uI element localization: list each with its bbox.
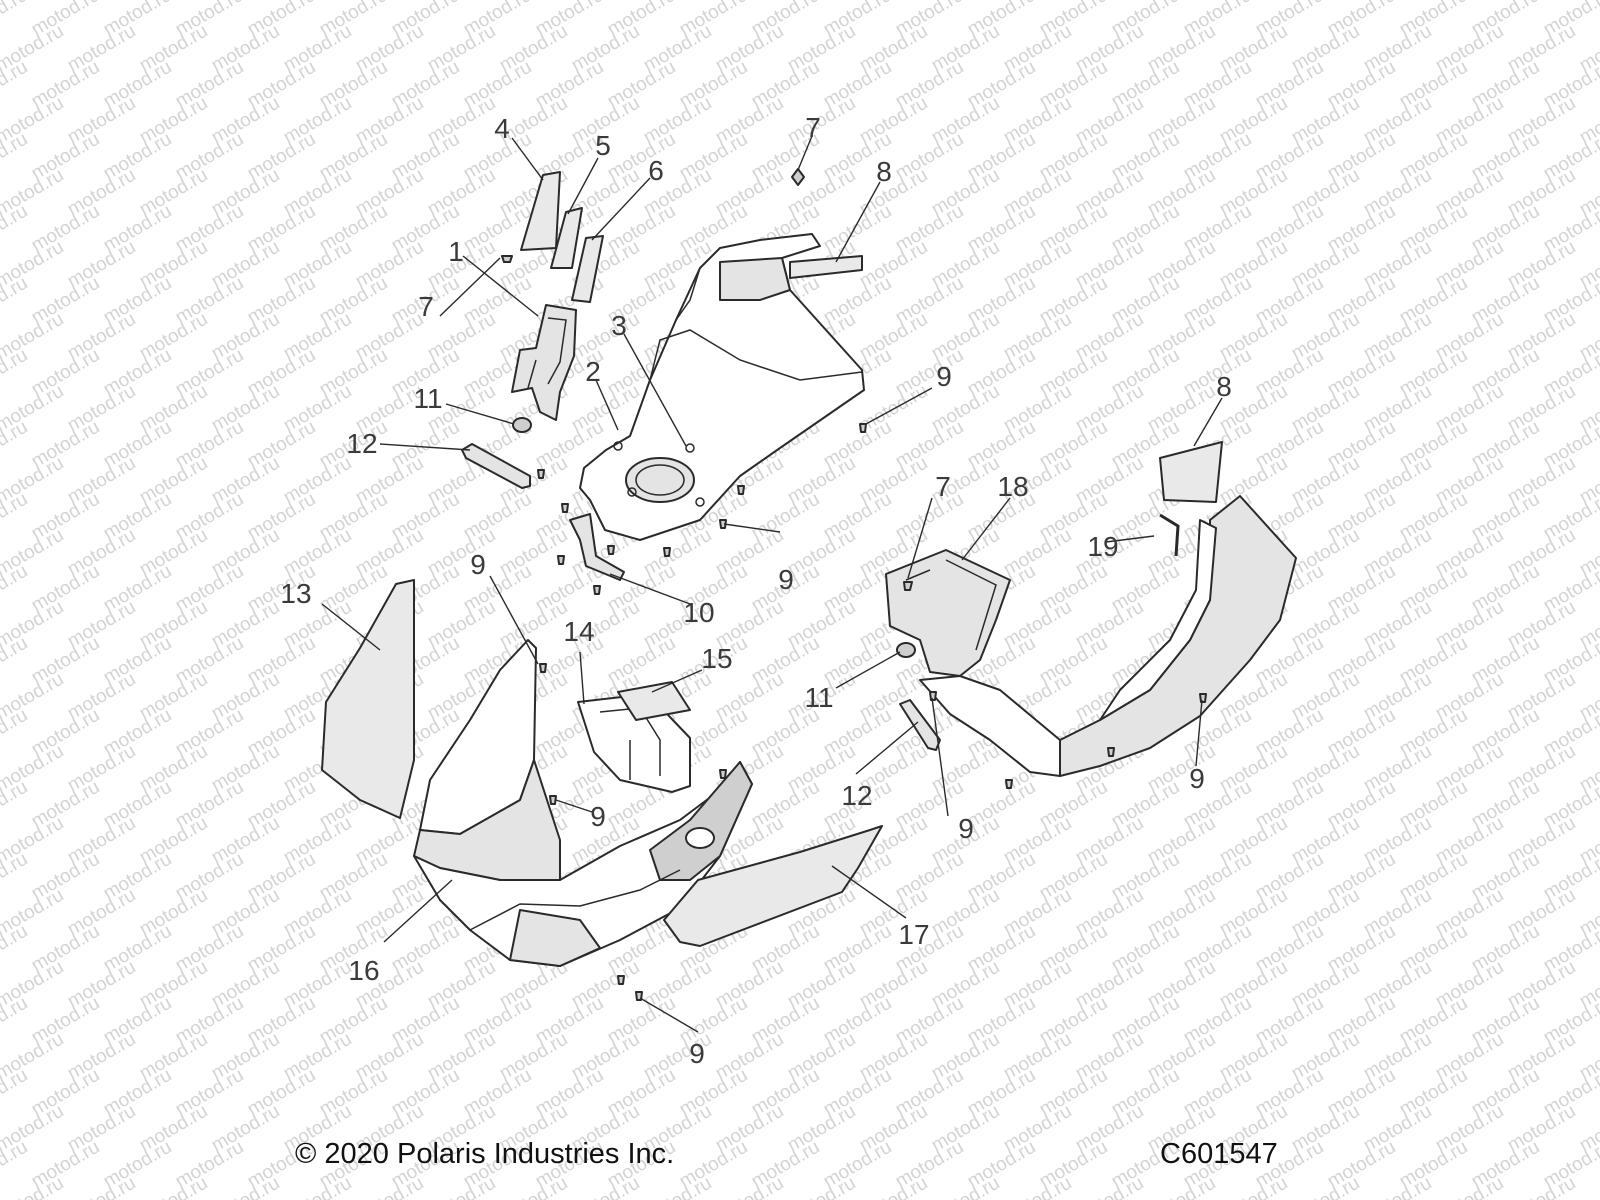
part-17-pad <box>663 825 883 947</box>
callout-8: 8 <box>1216 371 1232 402</box>
callout-16: 16 <box>348 955 379 986</box>
callout-9: 9 <box>590 801 606 832</box>
callout-1: 1 <box>448 236 464 267</box>
callout-7: 7 <box>418 291 434 322</box>
part-12-rod <box>899 699 941 751</box>
part-9-fasteners <box>537 423 867 595</box>
callout-4: 4 <box>494 113 510 144</box>
part-13-pad <box>321 579 415 819</box>
callout-13: 13 <box>280 578 311 609</box>
callout-11: 11 <box>413 383 442 414</box>
part-8-strip <box>789 255 863 279</box>
part-6-pad <box>571 235 604 303</box>
part-12-rod <box>461 443 531 489</box>
callout-11: 11 <box>804 682 833 713</box>
callout-9: 9 <box>778 564 794 595</box>
callout-7: 7 <box>805 112 821 143</box>
part-18-bracket <box>885 549 1011 677</box>
callout-10: 10 <box>683 597 714 628</box>
copyright-notice: © 2020 Polaris Industries Inc. <box>295 1138 675 1170</box>
part-10-bracket <box>569 513 625 581</box>
callout-3: 3 <box>611 310 627 341</box>
lower-panel-assembly <box>321 579 883 1001</box>
callout-8: 8 <box>876 156 892 187</box>
callout-2: 2 <box>585 356 601 387</box>
callout-9: 9 <box>470 549 486 580</box>
part-4-pad <box>520 171 561 251</box>
upper-panel-assembly <box>461 168 867 595</box>
callout-17: 17 <box>898 919 929 950</box>
part-7-clip <box>791 168 805 186</box>
part-7-clip <box>903 581 913 591</box>
callout-12: 12 <box>346 428 377 459</box>
callout-9: 9 <box>958 813 974 844</box>
callout-labels: 1 2 3 4 5 6 7 7 7 8 8 9 9 9 9 9 9 9 10 1… <box>280 112 1231 1069</box>
callout-5: 5 <box>595 130 611 161</box>
callout-12: 12 <box>841 780 872 811</box>
part-11-grommet <box>512 417 532 433</box>
part-8-pad <box>1159 441 1223 503</box>
part-9-fasteners <box>929 691 1207 789</box>
callout-15: 15 <box>701 643 732 674</box>
callout-18: 18 <box>997 471 1028 502</box>
callout-9: 9 <box>1189 763 1205 794</box>
leader-lines <box>321 135 1223 1033</box>
part-1-bracket <box>511 304 577 421</box>
part-19-hook <box>1159 513 1180 557</box>
part-11-grommet <box>896 642 916 658</box>
drawing-code: C601547 <box>1160 1138 1278 1170</box>
callout-9: 9 <box>936 361 952 392</box>
part-7-clip <box>501 255 513 263</box>
part-15-pad <box>617 681 691 721</box>
part-5-pad <box>550 207 583 269</box>
callout-9: 9 <box>689 1038 705 1069</box>
watermark-text: motod.ru <box>1576 0 1600 4</box>
callout-14: 14 <box>563 616 594 647</box>
callout-6: 6 <box>648 155 664 186</box>
right-panel-assembly <box>885 441 1297 789</box>
callout-19: 19 <box>1087 531 1118 562</box>
callout-7: 7 <box>935 471 951 502</box>
